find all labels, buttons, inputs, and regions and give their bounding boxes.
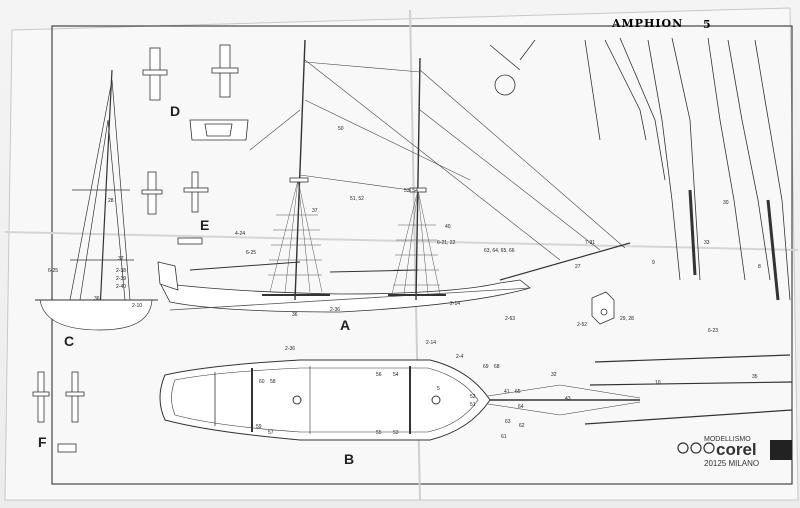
svg-text:37: 37 [312,208,318,214]
svg-text:58: 58 [270,379,276,385]
svg-text:52: 52 [470,394,476,400]
view-d-label: D [170,103,180,119]
svg-text:5: 5 [437,386,440,392]
misc-callouts: 29, 28 2-52 6-23 2-63 35 9 33 30 8 [505,200,761,380]
corel-logo: MODELLISMO corel 20125 MILANO [677,436,792,468]
view-c-label: C [64,333,74,349]
svg-text:68: 68 [494,364,500,370]
svg-text:10: 10 [655,380,661,386]
svg-text:30: 30 [723,200,729,206]
svg-text:28: 28 [108,198,114,204]
svg-text:2-40: 2-40 [116,284,126,290]
svg-text:33: 33 [704,240,710,246]
svg-text:51, 52: 51, 52 [350,196,364,202]
svg-text:54: 54 [393,372,399,378]
svg-text:63, 64, 65, 66: 63, 64, 65, 66 [484,248,515,254]
block-detail [591,291,615,325]
svg-text:59: 59 [256,424,262,430]
view-b-label: B [344,451,354,467]
view-e-cleats [141,171,209,245]
view-e-label: E [200,217,209,233]
view-b-deck-plan [159,359,641,441]
svg-text:56: 56 [376,372,382,378]
fold-horizontal [4,231,799,251]
svg-text:2-36: 2-36 [330,307,340,313]
view-f-label: F [38,434,47,450]
view-b-callouts: 2-36 2-14 2-4 60 58 56 54 69 68 5 41 65 … [256,340,661,440]
svg-text:4-24: 4-24 [235,231,245,237]
svg-text:6-25: 6-25 [48,268,58,274]
svg-text:2-14: 2-14 [450,301,460,307]
svg-text:32: 32 [551,372,557,378]
svg-text:62: 62 [519,423,525,429]
svg-text:51: 51 [470,402,476,408]
svg-text:2-10: 2-10 [132,303,142,309]
svg-text:6-23: 6-23 [708,328,718,334]
svg-text:6-21, 22: 6-21, 22 [437,240,456,246]
svg-text:7-31: 7-31 [585,240,595,246]
svg-text:41: 41 [504,389,510,395]
plan-title: AMPHION [611,17,683,30]
view-f-pins [32,371,85,453]
svg-text:2-39: 2-39 [116,276,126,282]
svg-text:40: 40 [445,224,451,230]
svg-text:57: 57 [268,430,274,436]
svg-text:8: 8 [758,264,761,270]
svg-text:36: 36 [292,312,298,318]
svg-text:27: 27 [575,264,581,270]
logo-line1: MODELLISMO [704,436,751,443]
view-c-callouts: 2-38 2-39 2-40 2-10 6-25 36 37 28 [48,198,142,309]
svg-text:61: 61 [501,434,507,440]
svg-text:50: 50 [338,126,344,132]
view-a-callouts: 51, 52 53, 54 50 40 6-21, 22 63, 64, 65,… [235,126,595,318]
svg-text:63: 63 [505,419,511,425]
svg-text:53: 53 [393,430,399,436]
sheet-border [51,25,793,485]
view-c-bow-view [35,69,158,331]
view-d-fittings [142,44,249,141]
svg-text:2-36: 2-36 [285,346,295,352]
svg-text:2-52: 2-52 [577,322,587,328]
sheet-number: 5 [703,18,712,31]
svg-text:69: 69 [483,364,489,370]
svg-text:55: 55 [376,430,382,436]
svg-text:9: 9 [652,260,655,266]
svg-text:65: 65 [515,389,521,395]
view-a-label: A [340,317,350,333]
view-a-sail-plan [157,39,631,313]
svg-text:43: 43 [565,396,571,402]
svg-text:2-14: 2-14 [426,340,436,346]
spar-details [489,37,793,425]
svg-text:2-4: 2-4 [456,354,463,360]
svg-text:29, 28: 29, 28 [620,316,634,322]
logo-address: 20125 MILANO [704,459,759,468]
svg-text:2-38: 2-38 [116,268,126,274]
logo-brand: corel [716,440,757,459]
svg-text:60: 60 [259,379,265,385]
svg-text:6-25: 6-25 [246,250,256,256]
svg-text:64: 64 [518,404,524,410]
svg-text:37: 37 [118,256,124,262]
svg-text:2-63: 2-63 [505,316,515,322]
svg-text:36: 36 [94,296,100,302]
svg-text:53, 54: 53, 54 [404,188,418,194]
svg-text:35: 35 [752,374,758,380]
